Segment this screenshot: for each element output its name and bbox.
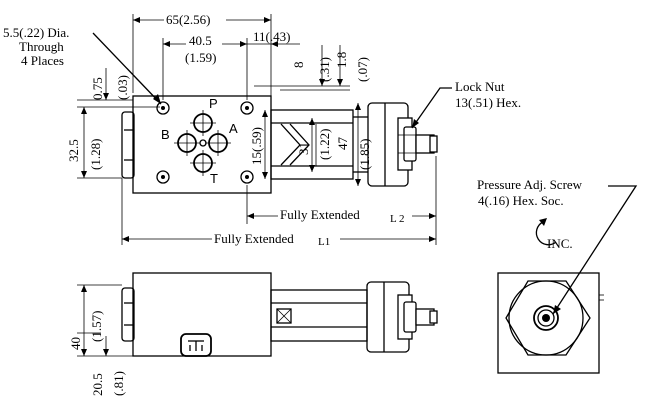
top-offset-in: (.31)	[317, 57, 332, 82]
port-pattern	[174, 110, 231, 176]
port-t-label: T	[210, 171, 218, 186]
body-height-dim: 47	[335, 137, 350, 151]
lock-nut-label: Lock Nut	[455, 79, 505, 94]
side-height-in: (1.57)	[89, 311, 104, 342]
pressure-screw-leader	[552, 185, 638, 315]
fully-extended-l1-label: Fully Extended	[214, 231, 294, 246]
pressure-screw-size: 4(.16) Hex. Soc.	[478, 193, 564, 208]
end-view-hex	[505, 280, 591, 356]
side-spring-housing	[270, 289, 368, 342]
lock-nut-leader	[411, 87, 452, 129]
l1-label: L1	[318, 236, 330, 248]
hole-dia-label: 5.5(.22) Dia.	[3, 25, 69, 40]
left-end-cap	[121, 111, 135, 179]
top-offset-dim: 8	[291, 62, 306, 69]
spring-housing	[270, 109, 354, 180]
mounting-holes	[156, 101, 254, 184]
valve-symbol-icon	[180, 333, 212, 357]
hole-places-label: 4 Places	[21, 53, 64, 68]
end-view: Pressure Adj. Screw 4(.16) Hex. Soc. INC…	[477, 177, 638, 374]
inc-arrow-icon	[535, 221, 557, 246]
port-spacing-dim: 40.5	[189, 33, 212, 48]
side-view-body	[132, 272, 272, 357]
port-offset-dim: 15(.59)	[249, 127, 264, 165]
side-view: 40 (1.57) 20.5 (.81)	[68, 272, 438, 396]
pressure-screw-label: Pressure Adj. Screw	[477, 177, 583, 192]
fully-extended-l2-label: Fully Extended	[280, 207, 360, 222]
top-gap-dim: 1.8	[334, 52, 349, 68]
side-height-dim: 40	[68, 337, 83, 350]
hole-through-label: Through	[19, 39, 64, 54]
port-b-label: B	[161, 127, 170, 142]
port-a-label: A	[229, 121, 238, 136]
body-height-in: (1.85)	[357, 139, 372, 170]
port-spacing-in: (1.59)	[185, 50, 216, 65]
inner-width-in: (1.22)	[317, 129, 332, 160]
overall-width-dim: 65(2.56)	[166, 12, 210, 27]
l2-label: L 2	[390, 213, 405, 225]
side-offset-dim: 20.5	[90, 373, 105, 396]
inc-label: INC.	[547, 236, 573, 251]
left-gap-dim: 0.75	[90, 77, 105, 100]
height-dim: 32.5	[66, 139, 81, 162]
right-offset-dim: 11(.43)	[253, 29, 290, 44]
top-gap-in: (.07)	[355, 57, 370, 82]
left-gap-in: (.03)	[115, 75, 130, 100]
lock-nut-size: 13(.51) Hex.	[455, 95, 521, 110]
inner-width-dim: 31	[296, 142, 311, 155]
height-in: (1.28)	[88, 139, 103, 170]
top-view: P A B T 65(2.56) 40.5 (1.59) 11(.43) 8 (…	[3, 11, 521, 248]
hole-leader	[92, 32, 162, 105]
side-offset-in: (.81)	[111, 371, 126, 396]
port-p-label: P	[209, 96, 218, 111]
end-view-body	[497, 272, 600, 374]
